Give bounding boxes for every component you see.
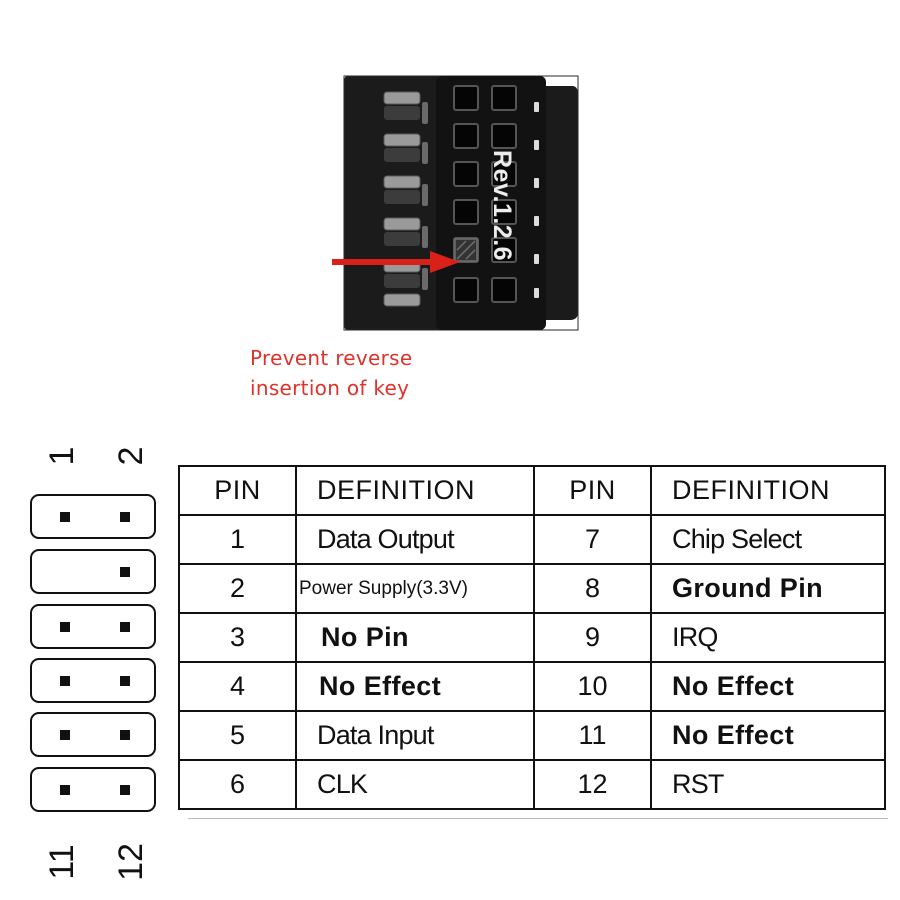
header-pin: PIN	[533, 465, 652, 516]
pin-dot	[120, 730, 130, 740]
caption-line-1: Prevent reverse	[250, 346, 413, 370]
pin-definition: No Effect	[650, 661, 886, 712]
pin-dot	[60, 785, 70, 795]
pin-definition: No Effect	[295, 661, 535, 712]
pin-row-6	[30, 767, 156, 812]
pin-dot	[120, 622, 130, 632]
pin-number: 8	[533, 563, 652, 614]
table-row: 4 No Effect 10 No Effect	[178, 661, 886, 712]
pin-definition: Data Input	[295, 710, 535, 761]
key-caption: Prevent reverse insertion of key	[250, 343, 413, 403]
pin-number: 3	[178, 612, 297, 663]
pin-row-5	[30, 712, 156, 757]
key-block	[454, 238, 478, 262]
pin-label-2: 2	[112, 446, 150, 466]
pin-number: 9	[533, 612, 652, 663]
pin-definition: No Effect	[650, 710, 886, 761]
pin-definition: Chip Select	[650, 514, 886, 565]
divider	[188, 818, 888, 819]
pin-row-3	[30, 604, 156, 649]
pin-label-12: 12	[112, 843, 150, 881]
pin-dot	[60, 622, 70, 632]
pin-dot	[120, 676, 130, 686]
pin-dot	[120, 512, 130, 522]
pin-number: 2	[178, 563, 297, 614]
pin-label-11: 11	[43, 844, 81, 880]
pin-row-2	[30, 549, 156, 594]
caption-line-2: insertion of key	[250, 376, 410, 400]
pin-row-4	[30, 658, 156, 703]
pin-dot	[60, 730, 70, 740]
revision-label: Rev.1.2.6	[488, 150, 516, 262]
table-row: 2 Power Supply(3.3V) 8 Ground Pin	[178, 563, 886, 614]
header-definition: DEFINITION	[650, 465, 886, 516]
pin-definition: IRQ	[650, 612, 886, 663]
pin-number: 10	[533, 661, 652, 712]
pin-definition: RST	[650, 759, 886, 810]
pin-dot	[60, 512, 70, 522]
pin-number: 12	[533, 759, 652, 810]
header-definition: DEFINITION	[295, 465, 535, 516]
pin-definition: CLK	[295, 759, 535, 810]
connector-illustration	[343, 75, 579, 331]
pin-definition-table: PIN DEFINITION PIN DEFINITION 1 Data Out…	[178, 465, 886, 810]
pin-number: 1	[178, 514, 297, 565]
pin-definition: Ground Pin	[650, 563, 886, 614]
pin-label-1: 1	[43, 446, 81, 466]
pin-number: 5	[178, 710, 297, 761]
pin-definition: No Pin	[295, 612, 535, 663]
pin-number: 6	[178, 759, 297, 810]
pin-dot	[120, 567, 130, 577]
pin-row-1	[30, 494, 156, 539]
table-row: 1 Data Output 7 Chip Select	[178, 514, 886, 565]
pin-dot	[120, 785, 130, 795]
header-pin: PIN	[178, 465, 297, 516]
pin-definition: Power Supply(3.3V)	[295, 563, 535, 614]
pin-number: 4	[178, 661, 297, 712]
table-row: 5 Data Input 11 No Effect	[178, 710, 886, 761]
pin-definition: Data Output	[295, 514, 535, 565]
table-row: 6 CLK 12 RST	[178, 759, 886, 810]
pin-number: 7	[533, 514, 652, 565]
table-row: 3 No Pin 9 IRQ	[178, 612, 886, 663]
red-arrow-icon	[332, 251, 460, 273]
table-header-row: PIN DEFINITION PIN DEFINITION	[178, 465, 886, 516]
pin-dot	[60, 676, 70, 686]
tpm-module-photo	[340, 72, 580, 334]
pin-number: 11	[533, 710, 652, 761]
